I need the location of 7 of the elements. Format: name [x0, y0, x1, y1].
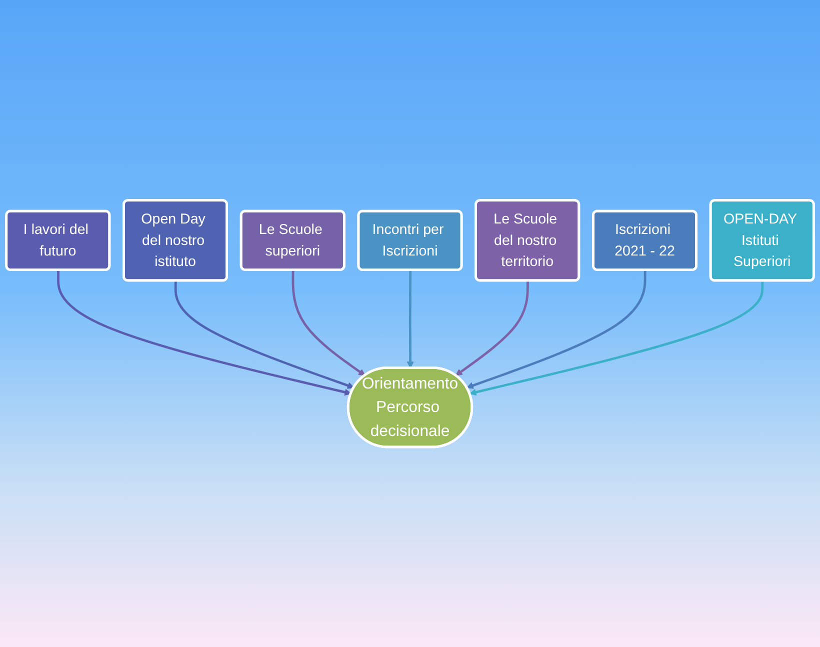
- arrow: [466, 270, 646, 389]
- arrow: [292, 270, 366, 376]
- arrow: [406, 270, 414, 368]
- arrow: [57, 270, 352, 396]
- arrow: [469, 280, 764, 396]
- arrow: [455, 280, 529, 376]
- arrow: [174, 280, 354, 389]
